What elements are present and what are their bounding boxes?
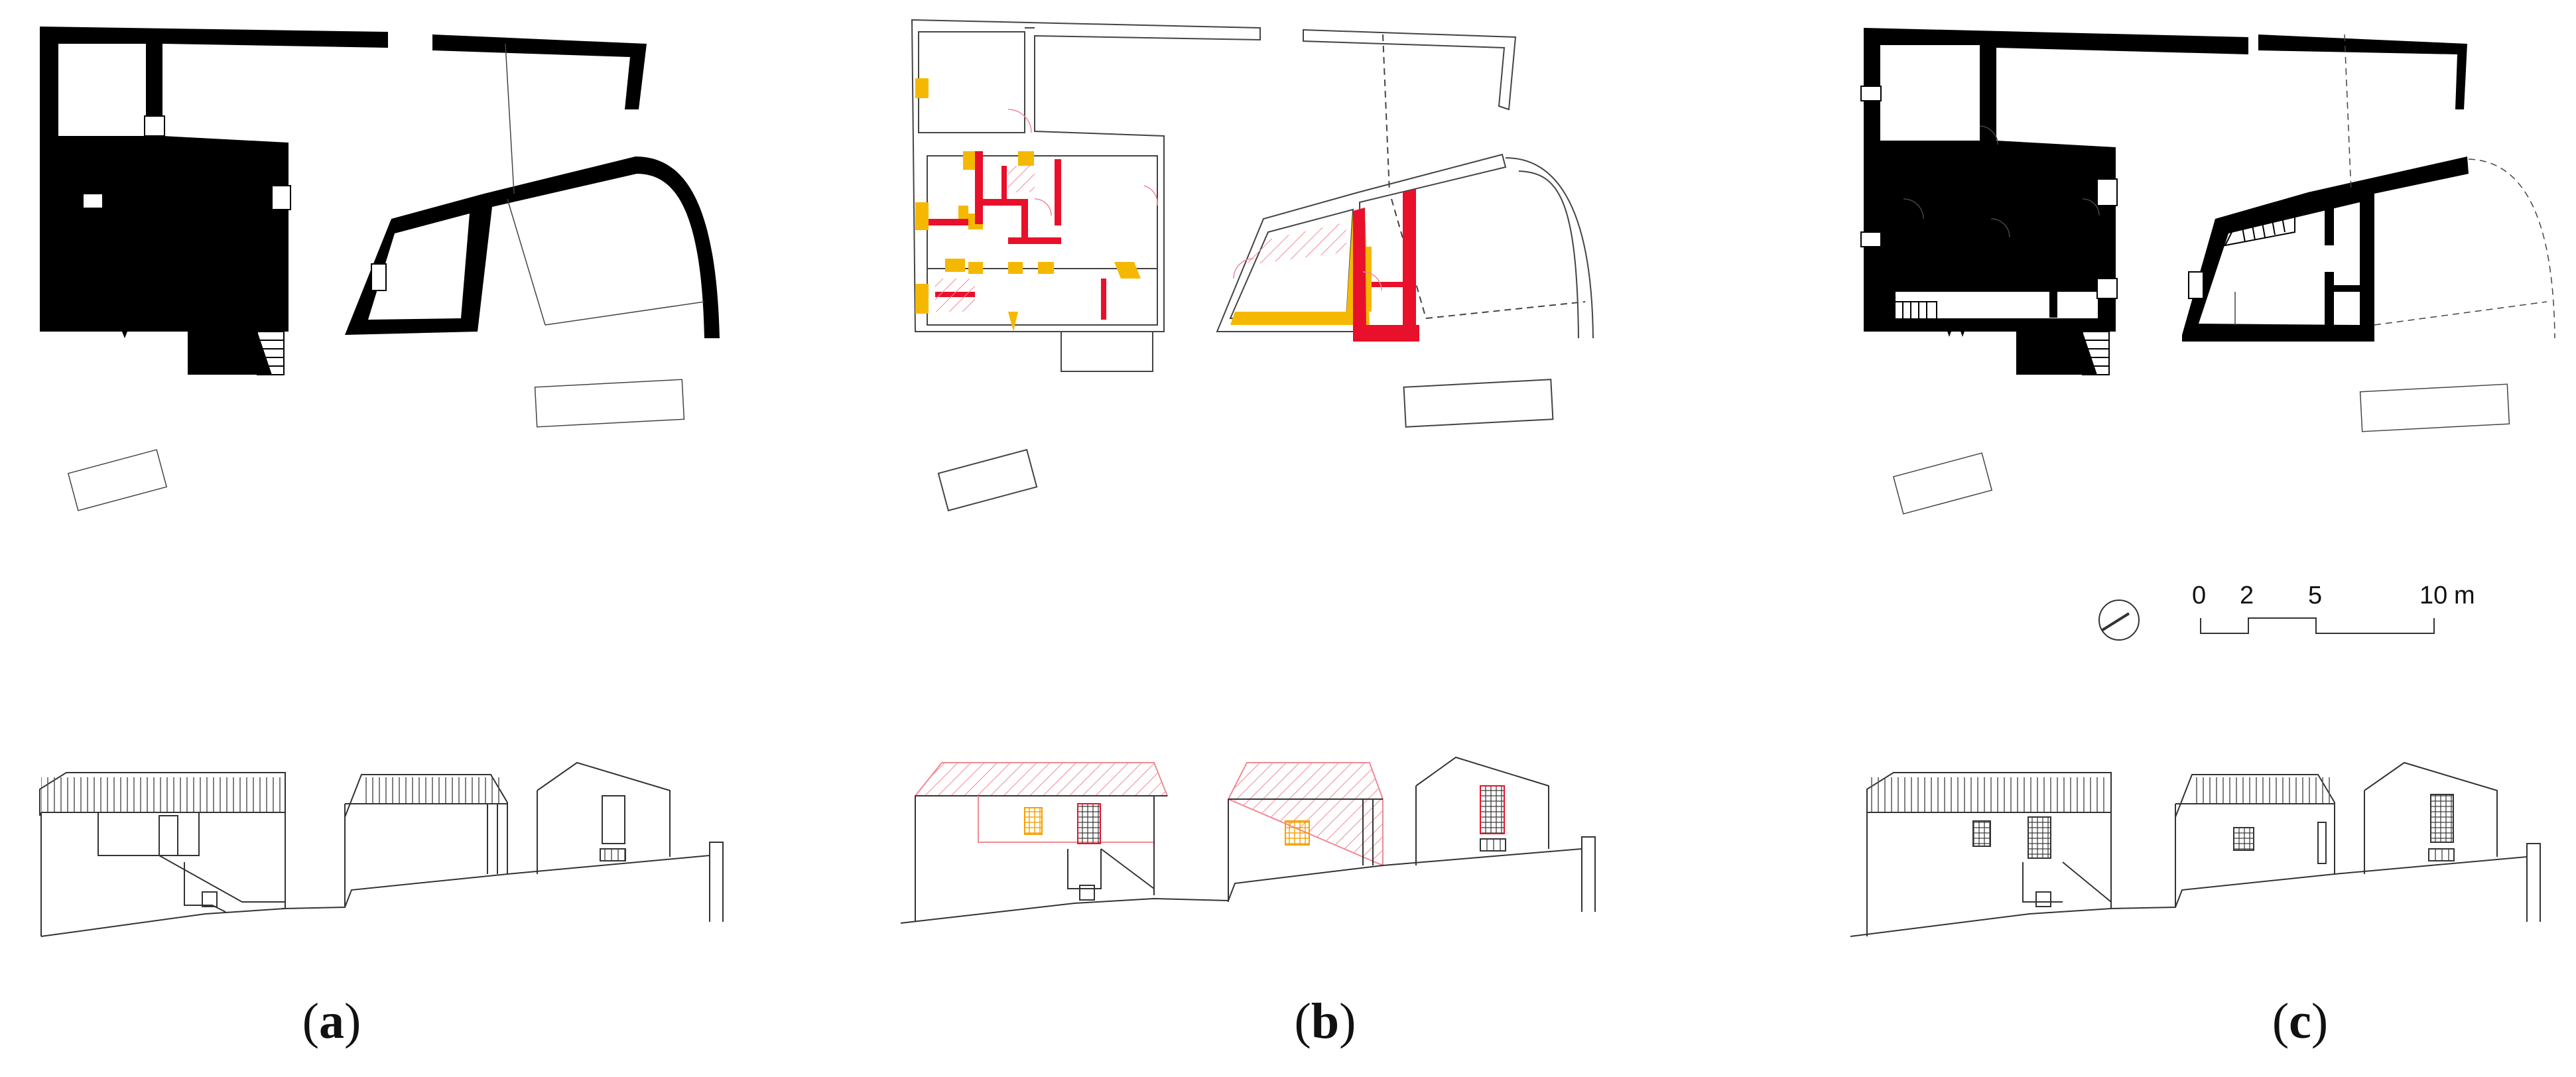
caption-c-letter: c: [2289, 993, 2311, 1049]
door-marker-c1: [1945, 324, 1954, 337]
window-a1: [144, 115, 165, 137]
doors-b: [1007, 109, 1382, 291]
elevation-c: [1850, 761, 2541, 937]
caption-b-close: ): [1339, 993, 1356, 1049]
stair-a: [257, 331, 285, 375]
caption-a: (a): [265, 996, 398, 1046]
top-wall-right-c: [2258, 34, 2467, 109]
inner-c-right: [2325, 192, 2360, 325]
stair-c: [1886, 301, 1937, 321]
steps-c: [2016, 332, 2097, 375]
door-marker-c2: [1958, 324, 1967, 337]
caption-a-close: ): [344, 993, 361, 1049]
window-c5: [2188, 271, 2204, 299]
thin-lines-a: [67, 43, 705, 511]
hatched-new-b: [935, 166, 1346, 312]
doors-c: [1903, 125, 2100, 238]
window-a3: [271, 185, 291, 210]
window-a2: [82, 193, 103, 209]
outline-b: [911, 19, 1261, 332]
elevation-a: [39, 761, 724, 937]
plan-a: [40, 27, 720, 511]
caption-c: (c): [2234, 996, 2366, 1046]
top-wall-right-a: [432, 34, 647, 109]
stair-c3: [2224, 210, 2295, 247]
window-c2: [1860, 231, 1882, 247]
caption-b-open: (: [1294, 993, 1311, 1049]
scale-tick-2: 2: [2240, 582, 2254, 609]
thin-lines-c: [1892, 34, 2555, 515]
inner-walls-a: [58, 157, 289, 332]
stair-c2: [2082, 331, 2110, 375]
panel-b: [900, 19, 1596, 924]
plan-c: [1860, 28, 2555, 515]
window-c4: [2096, 278, 2118, 299]
curved-block-a: [345, 157, 720, 338]
caption-a-letter: a: [319, 993, 344, 1049]
scale-tick-0: 0: [2192, 582, 2206, 609]
window-c3: [2096, 178, 2118, 206]
window-c1: [1860, 86, 1882, 101]
caption-c-close: ): [2311, 993, 2329, 1049]
caption-a-open: (: [302, 993, 319, 1049]
scale-tick-10: 10: [2419, 582, 2447, 609]
door-marker-a: [119, 325, 130, 338]
scale-unit: m: [2454, 582, 2475, 609]
caption-b-letter: b: [1311, 993, 1340, 1049]
steps-a: [188, 332, 272, 375]
outer-walls-c: [1864, 28, 2248, 332]
north-arrow-icon: [2098, 600, 2140, 641]
elevation-b: [900, 756, 1596, 924]
panel-a: [39, 27, 724, 937]
scale-tick-5: 5: [2308, 582, 2322, 609]
scale-bar: 0 2 5 10 m: [2192, 582, 2475, 634]
new-walls-b: [929, 151, 1419, 342]
caption-b: (b): [1259, 996, 1391, 1046]
window-a4: [371, 263, 387, 291]
caption-c-open: (: [2272, 993, 2289, 1049]
panel-c: 0 2 5 10 m: [1850, 28, 2555, 937]
